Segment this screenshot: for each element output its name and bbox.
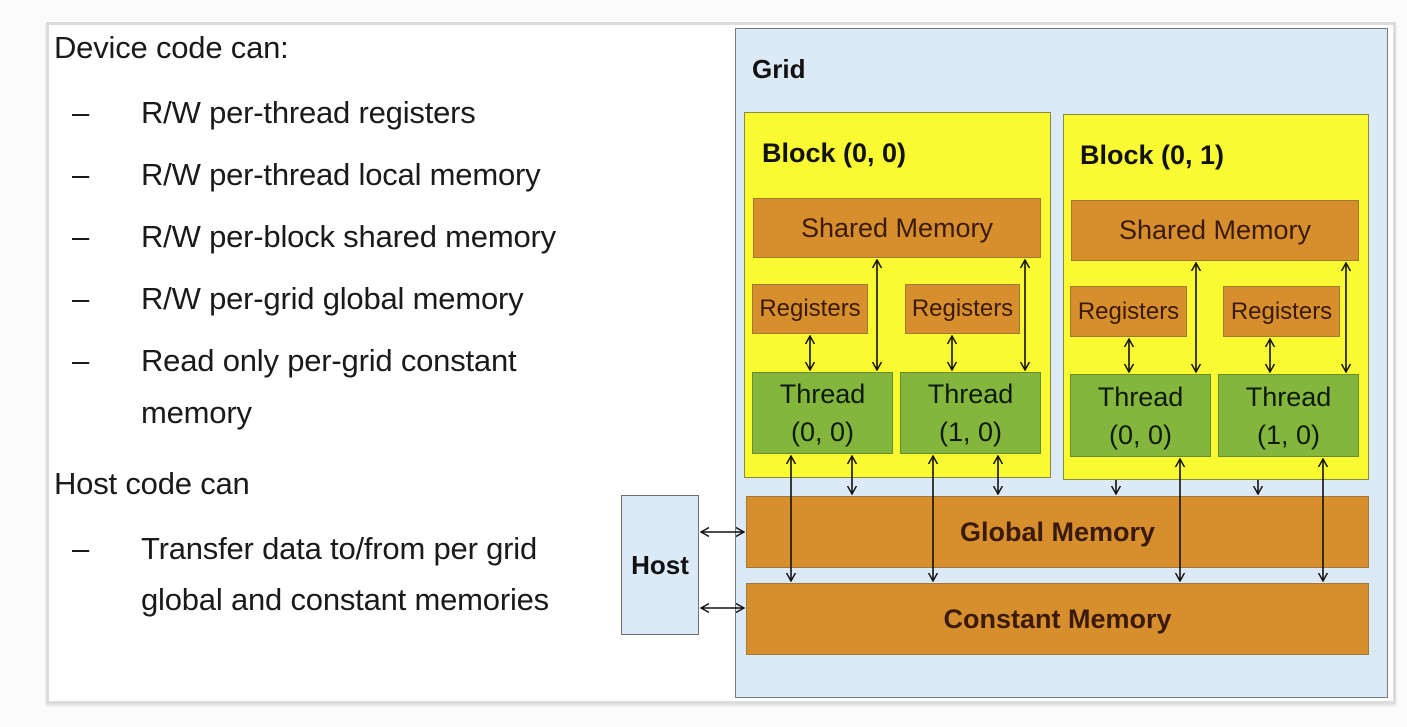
thread-index: (0, 0) xyxy=(790,417,855,447)
grid-label: Grid xyxy=(752,54,806,84)
thread-index: (1, 0) xyxy=(938,417,1003,447)
bullet-dash: – xyxy=(72,95,90,130)
registers-block-0-0-thread-0: Registers xyxy=(752,284,868,334)
thread-block-0-0-1-0: Thread (1, 0) xyxy=(900,372,1041,454)
global-memory: Global Memory xyxy=(746,496,1369,568)
thread-index: (0, 0) xyxy=(1108,419,1173,450)
thread-label: Thread xyxy=(779,379,866,409)
bullet-dash: – xyxy=(72,219,90,254)
thread-index: (1, 0) xyxy=(1256,419,1321,450)
registers-block-0-0-thread-1: Registers xyxy=(905,284,1020,334)
host-item-transfer-cont: global and constant memories xyxy=(141,582,549,617)
thread-block-0-0-0-0: Thread (0, 0) xyxy=(752,372,893,454)
constant-memory: Constant Memory xyxy=(746,583,1369,655)
bullet-dash: – xyxy=(72,157,90,192)
registers-block-0-1-thread-0: Registers xyxy=(1070,286,1187,337)
host-item-transfer: Transfer data to/from per grid xyxy=(141,531,538,566)
shared-memory-block-0-0: Shared Memory xyxy=(753,198,1041,258)
registers-block-0-1-thread-1: Registers xyxy=(1223,286,1340,337)
device-item-registers: R/W per-thread registers xyxy=(141,95,476,130)
thread-block-0-1-0-0: Thread (0, 0) xyxy=(1070,374,1211,457)
bullet-dash: – xyxy=(72,531,90,566)
device-item-constant-memory-cont: memory xyxy=(141,395,252,430)
host-code-heading: Host code can xyxy=(54,466,250,501)
thread-block-0-1-1-0: Thread (1, 0) xyxy=(1218,374,1359,457)
thread-label: Thread xyxy=(1097,381,1184,412)
device-item-local-memory: R/W per-thread local memory xyxy=(141,157,541,192)
block-0-0-label: Block (0, 0) xyxy=(762,138,907,168)
shared-memory-block-0-1: Shared Memory xyxy=(1071,200,1359,261)
device-item-constant-memory: Read only per-grid constant xyxy=(141,343,517,378)
bullet-dash: – xyxy=(72,343,90,378)
block-0-1-label: Block (0, 1) xyxy=(1080,140,1225,170)
host-box: Host xyxy=(621,495,699,635)
thread-label: Thread xyxy=(927,379,1014,409)
device-code-heading: Device code can: xyxy=(54,30,289,65)
bullet-dash: – xyxy=(72,281,90,316)
device-item-global-memory: R/W per-grid global memory xyxy=(141,281,524,316)
thread-label: Thread xyxy=(1245,381,1332,412)
device-item-shared-memory: R/W per-block shared memory xyxy=(141,219,556,254)
